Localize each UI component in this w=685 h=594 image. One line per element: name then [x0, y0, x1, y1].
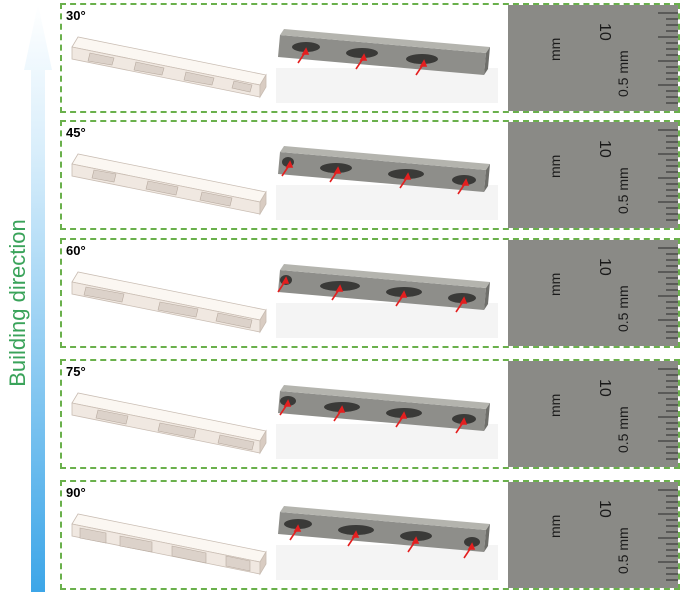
cad-model-image	[71, 271, 267, 334]
scale-ruler-image: 10 mm 0.5 mm	[508, 361, 678, 467]
ruler-top-number: 10	[596, 500, 613, 518]
cad-model-image	[71, 513, 267, 576]
scale-ruler-image: 10 mm 0.5 mm	[508, 5, 678, 111]
scale-ruler-image: 10 mm 0.5 mm	[508, 482, 678, 588]
printed-sample-photo	[276, 29, 498, 103]
scale-ruler-image: 10 mm 0.5 mm	[508, 240, 678, 346]
printed-sample-photo	[276, 146, 498, 220]
ruler-mm-label: mm	[547, 155, 563, 178]
ruler-top-number: 10	[596, 140, 613, 158]
sample-row-75: 75°	[60, 359, 680, 469]
angle-label: 75°	[66, 364, 86, 379]
ruler-mm-label: mm	[547, 273, 563, 296]
angle-label: 30°	[66, 8, 86, 23]
sample-row-90: 90°	[60, 480, 680, 590]
ruler-half-mm-label: 0.5 mm	[615, 285, 631, 332]
ruler-mm-label: mm	[547, 38, 563, 61]
angle-label: 45°	[66, 125, 86, 140]
angle-label: 90°	[66, 485, 86, 500]
sample-row-30: 30° 10	[60, 3, 680, 113]
sample-row-60: 60°	[60, 238, 680, 348]
cad-model-image	[71, 153, 267, 216]
ruler-half-mm-label: 0.5 mm	[615, 406, 631, 453]
ruler-mm-label: mm	[547, 394, 563, 417]
ruler-top-number: 10	[596, 258, 613, 276]
building-direction-arrow	[24, 4, 52, 592]
ruler-half-mm-label: 0.5 mm	[615, 50, 631, 97]
ruler-top-number: 10	[596, 379, 613, 397]
scale-ruler-image: 10 mm 0.5 mm	[508, 122, 678, 228]
printed-sample-photo	[276, 264, 498, 338]
angle-label: 60°	[66, 243, 86, 258]
sample-row-45: 45°	[60, 120, 680, 230]
cad-model-image	[71, 392, 267, 455]
ruler-top-number: 10	[596, 23, 613, 41]
printed-sample-photo	[276, 506, 498, 580]
ruler-half-mm-label: 0.5 mm	[615, 167, 631, 214]
ruler-half-mm-label: 0.5 mm	[615, 527, 631, 574]
cad-model-image	[71, 36, 267, 99]
ruler-mm-label: mm	[547, 515, 563, 538]
building-direction-label: Building direction	[5, 219, 30, 387]
printed-sample-photo	[276, 385, 498, 459]
